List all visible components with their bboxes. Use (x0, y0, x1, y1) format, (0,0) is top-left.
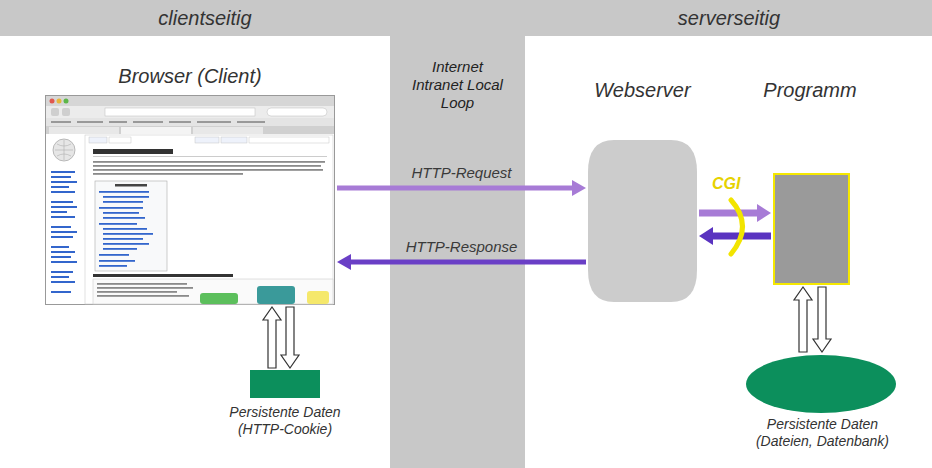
database-ellipse (745, 354, 897, 414)
node-heading: Browser (Client) (40, 64, 340, 88)
hollow-arrow-outline (281, 307, 299, 368)
arrow-shaft (350, 260, 586, 265)
storage-label: Persistente Daten (Dateien, Datenbank) (740, 416, 905, 450)
arrow-head (757, 204, 771, 222)
network-label: Internet Intranet Local Loop (410, 58, 505, 112)
data-flow-arrow (281, 307, 299, 368)
program-box (773, 173, 850, 285)
hollow-arrow-outline (813, 287, 831, 352)
node-heading: Programm (735, 78, 885, 102)
arrow-head (572, 180, 586, 196)
hollow-arrow-outline (263, 307, 281, 368)
network-band-fill (390, 0, 525, 468)
cookie-rect (250, 370, 320, 398)
http-arrow (699, 227, 771, 245)
http-arrow (337, 254, 586, 270)
data-flow-arrow (813, 287, 831, 352)
data-flow-arrow (794, 287, 812, 352)
region-band: clientseitig serverseitig (0, 0, 932, 36)
arrow-shaft (337, 186, 573, 191)
browser-screenshot (45, 95, 335, 305)
edge-label: HTTP-Request (411, 164, 511, 182)
cookie-node: Persistente Daten (HTTP-Cookie) (195, 368, 375, 448)
hollow-arrow-outline (794, 287, 812, 352)
arrow-shaft (699, 210, 758, 217)
storage-label: Persistente Daten (HTTP-Cookie) (217, 404, 353, 438)
webserver-shape (588, 140, 697, 302)
http-arrow (337, 180, 586, 196)
node-heading: Webserver (570, 78, 715, 102)
region-label: serverseitig (609, 6, 849, 30)
data-flow-arrow (263, 307, 281, 368)
database-node: Persistente Daten (Dateien, Datenbank) (730, 352, 915, 464)
arrow-head (699, 227, 713, 245)
region-label: clientseitig (85, 6, 325, 30)
program-node: Programm (735, 78, 885, 288)
cgi-crescent (731, 200, 743, 254)
edge-label: HTTP-Response (406, 238, 518, 256)
arrow-head (337, 254, 351, 270)
browser-node: Browser (Client) (40, 64, 340, 308)
webserver-node: Webserver (570, 78, 715, 304)
network-band: Internet Intranet Local Loop (390, 0, 525, 468)
interface-label: CGI (712, 174, 740, 193)
